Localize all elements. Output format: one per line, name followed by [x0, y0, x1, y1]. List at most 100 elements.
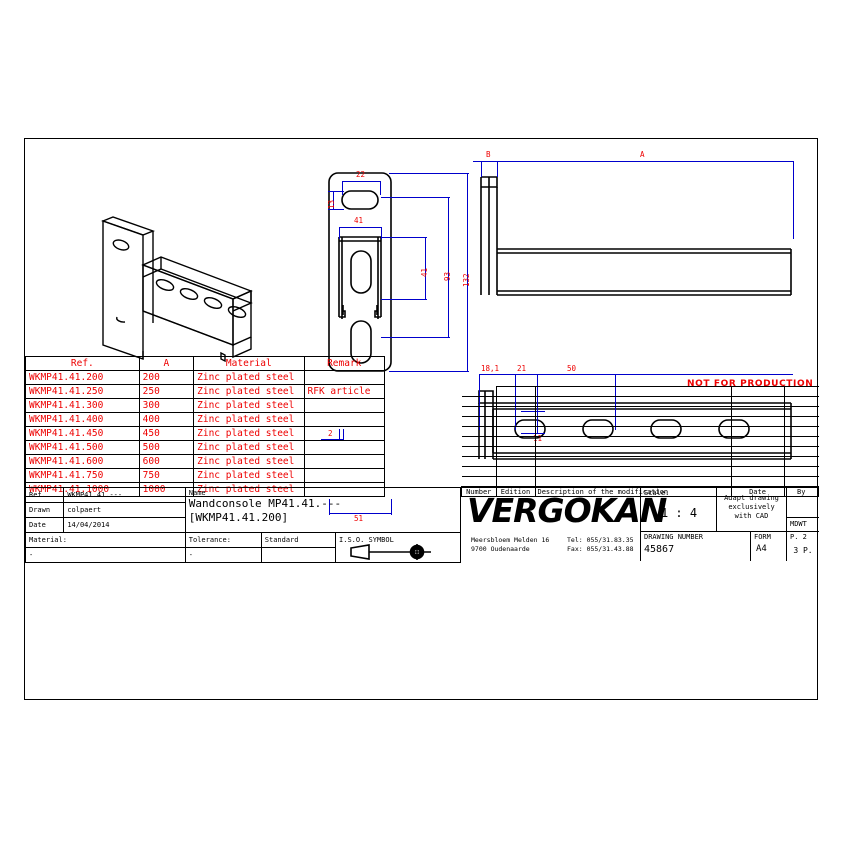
cell-material: Zinc plated steel: [193, 384, 305, 399]
cell-a: 200: [138, 370, 195, 385]
dim-pitch: 21: [517, 364, 527, 373]
cell-a: 400: [138, 412, 195, 427]
cell-material: Zinc plated steel: [193, 454, 305, 469]
cell-remark: [303, 412, 385, 427]
company-address-line2: 9700 Oudenaarde: [471, 545, 530, 553]
material-label: Material:: [25, 532, 186, 548]
page-cell: P. 2 3 P.: [787, 532, 819, 561]
iso-symbol-label: I.S.O. SYMBOL: [339, 535, 394, 544]
scale-label: Scale:: [644, 489, 670, 497]
tolerance-label: Tolerance:: [184, 532, 262, 548]
cell-remark: [303, 426, 385, 441]
company-address-line1: Meersbloem Melden 16: [471, 536, 550, 544]
cell-a: 450: [138, 426, 195, 441]
dim-mid-height: 93: [443, 271, 452, 281]
cell-a: 250: [138, 384, 195, 399]
cad-note-line1: Adapt drawing: [724, 494, 779, 502]
dim-side-length: A: [640, 150, 645, 159]
cell-remark: [303, 454, 385, 469]
drawing-name-cell: Name Wandconsole MP41.41.--- [WKMP41.41.…: [184, 487, 462, 533]
dim-slot-width-top: 22: [356, 170, 366, 179]
standard-value: [260, 547, 337, 563]
cell-remark: RFK article: [303, 384, 385, 399]
cell-material: Zinc plated steel: [193, 398, 305, 413]
company-identity: VERGOKAN Meersbloem Melden 16 9700 Ouden…: [461, 488, 667, 561]
revision-row: [461, 416, 819, 427]
cell-ref: WKMP41.41.400: [25, 412, 140, 427]
cad-note-line3: with CAD: [734, 512, 769, 520]
parts-table-header-row: Ref. A Material Remark: [25, 356, 385, 371]
revision-row: [461, 446, 819, 457]
ref-value: WKMP41.41.---: [63, 487, 186, 503]
revision-row: [461, 476, 819, 487]
iso-symbol-cell: I.S.O. SYMBOL: [335, 532, 461, 563]
table-row: WKMP41.41.450 450 Zinc plated steel: [25, 426, 385, 441]
cell-ref: WKMP41.41.500: [25, 440, 140, 455]
drawing-sheet: 22 13 41 41 93 132 51 2: [24, 138, 819, 700]
revision-row: [461, 396, 819, 407]
header-a: A: [138, 356, 195, 371]
revision-table: Number Edition Description of the modifi…: [461, 386, 819, 497]
tolerance-value: -: [184, 547, 262, 563]
company-info-block: VERGOKAN Meersbloem Melden 16 9700 Ouden…: [461, 487, 819, 561]
cell-material: Zinc plated steel: [193, 426, 305, 441]
cell-material: Zinc plated steel: [193, 468, 305, 483]
cell-material: Zinc plated steel: [193, 412, 305, 427]
table-row: WKMP41.41.500 500 Zinc plated steel: [25, 440, 385, 455]
scale-value: 1 : 4: [660, 506, 698, 520]
cell-remark: [303, 370, 385, 385]
table-row: WKMP41.41.750 750 Zinc plated steel: [25, 468, 385, 483]
dim-total-height: 132: [462, 273, 471, 287]
header-material: Material: [193, 356, 305, 371]
header-ref: Ref.: [25, 356, 140, 371]
dim-slot-height-top: 13: [327, 199, 336, 209]
ref-label: Ref.: [24, 487, 65, 503]
isometric-view: [65, 207, 265, 367]
cell-a: 600: [138, 454, 195, 469]
scale-cell: Scale: 1 : 4: [641, 488, 717, 532]
drawing-number-label: DRAWING NUMBER: [644, 533, 704, 541]
cell-material: Zinc plated steel: [193, 370, 305, 385]
revision-row: [461, 426, 819, 437]
revision-row: [461, 436, 819, 447]
cell-a: 750: [138, 468, 195, 483]
side-view-top: [473, 165, 803, 297]
cell-material: Zinc plated steel: [193, 440, 305, 455]
company-tel: Tel: 055/31.83.35: [567, 536, 634, 544]
table-row: WKMP41.41.600 600 Zinc plated steel: [25, 454, 385, 469]
cell-a: 500: [138, 440, 195, 455]
approved-by: MDWT: [787, 518, 819, 532]
company-fax: Fax: 055/31.43.88: [567, 545, 634, 553]
title-block: Ref. WKMP41.41.--- Name Wandconsole MP41…: [24, 487, 462, 563]
cell-ref: WKMP41.41.200: [25, 370, 140, 385]
dim-side-thickness: B: [486, 150, 491, 159]
cell-remark: [303, 468, 385, 483]
drawing-number-cell: DRAWING NUMBER 45867: [641, 532, 751, 561]
cell-ref: WKMP41.41.450: [25, 426, 140, 441]
drawing-title: Wandconsole MP41.41.---: [188, 497, 342, 510]
drawn-label: Drawn: [24, 502, 65, 518]
revision-row: [461, 406, 819, 417]
table-row: WKMP41.41.250 250 Zinc plated steel RFK …: [25, 384, 385, 399]
material-value: -: [25, 547, 186, 563]
revision-row: [461, 386, 819, 397]
form-label: FORM: [754, 533, 771, 541]
cell-ref: WKMP41.41.750: [25, 468, 140, 483]
vergokan-logo: VERGOKAN: [467, 491, 667, 530]
page-total: 3 P.: [793, 546, 813, 555]
dim-edge-distance: 18,1: [481, 364, 500, 373]
drawing-subtitle: [WKMP41.41.200]: [188, 511, 289, 524]
form-value: A4: [756, 544, 767, 554]
header-remark: Remark: [303, 356, 385, 371]
revision-row: [461, 456, 819, 467]
date-label: Date: [24, 517, 65, 533]
name-label: Name: [188, 489, 206, 497]
dim-spacing: 50: [567, 364, 577, 373]
dim-channel-height: 41: [420, 267, 429, 277]
cell-ref: WKMP41.41.300: [25, 398, 140, 413]
cell-remark: [303, 440, 385, 455]
drawing-number-value: 45867: [644, 544, 675, 555]
iso-projection-symbol-icon: [339, 543, 457, 560]
dim-channel-width: 41: [354, 216, 364, 225]
table-row: WKMP41.41.400 400 Zinc plated steel: [25, 412, 385, 427]
